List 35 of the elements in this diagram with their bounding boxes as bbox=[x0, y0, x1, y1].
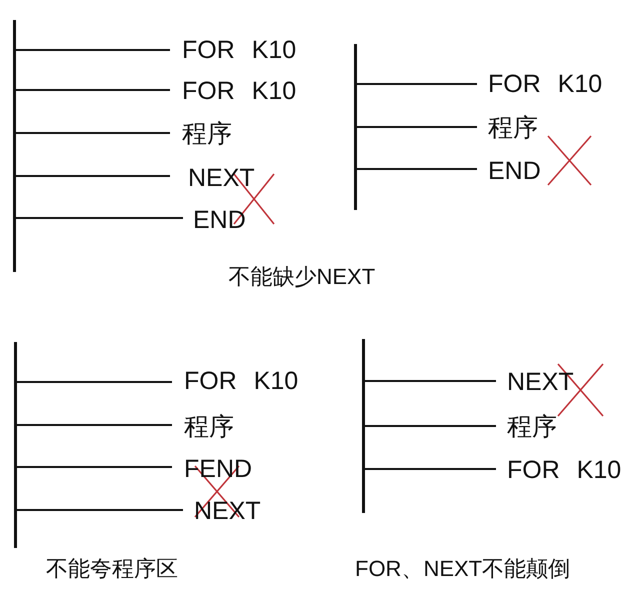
caption-text: 不能夸程序区 bbox=[46, 556, 178, 582]
rung-line bbox=[365, 425, 496, 427]
instruction-text: 程序 bbox=[170, 120, 232, 148]
instruction-text: FOR K10 bbox=[477, 70, 602, 98]
vertical-rail bbox=[13, 20, 16, 272]
rung-line bbox=[17, 466, 172, 468]
instruction-text: 程序 bbox=[172, 413, 234, 441]
caption-text: 不能缺少NEXT bbox=[228, 264, 376, 290]
rung-line bbox=[17, 424, 172, 426]
rung-line bbox=[16, 217, 183, 219]
rung-line bbox=[357, 168, 477, 170]
rung-line bbox=[17, 509, 183, 511]
rung-line bbox=[16, 175, 170, 177]
caption-text: FOR、NEXT不能颠倒 bbox=[355, 556, 570, 582]
rung-line bbox=[16, 49, 170, 51]
vertical-rail bbox=[354, 44, 357, 210]
instruction-text: NEXT bbox=[496, 368, 574, 396]
rung-line bbox=[16, 89, 170, 91]
vertical-rail bbox=[14, 342, 17, 548]
instruction-text: FOR K10 bbox=[172, 367, 298, 395]
rung-line bbox=[16, 132, 170, 134]
instruction-text: 程序 bbox=[496, 413, 557, 441]
instruction-text: FOR K10 bbox=[170, 77, 296, 105]
rung-line bbox=[365, 380, 496, 382]
instruction-text: END bbox=[477, 157, 541, 185]
instruction-text: FEND bbox=[172, 455, 252, 483]
rung-line bbox=[357, 83, 477, 85]
vertical-rail bbox=[362, 339, 365, 513]
instruction-text: 程序 bbox=[477, 114, 538, 142]
rung-line bbox=[365, 468, 496, 470]
rung-line bbox=[357, 126, 477, 128]
instruction-text: END bbox=[183, 206, 246, 234]
rung-line bbox=[17, 381, 172, 383]
instruction-text: FOR K10 bbox=[170, 36, 296, 64]
instruction-text: FOR K10 bbox=[496, 456, 622, 484]
